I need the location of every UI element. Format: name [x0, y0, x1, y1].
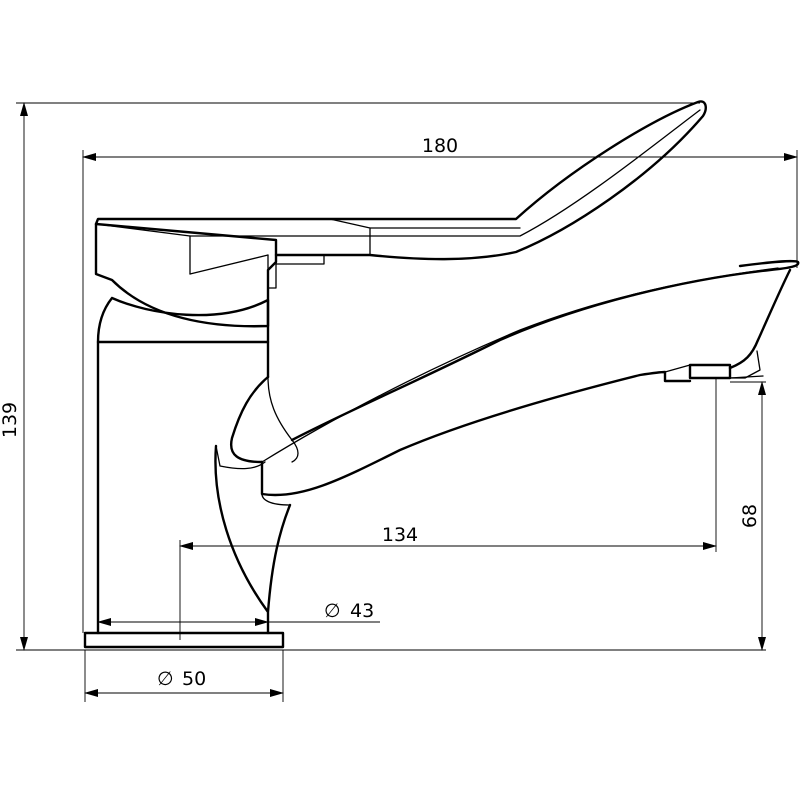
- label-diameter-50: ∅ 50: [157, 668, 206, 690]
- label-180: 180: [422, 135, 458, 157]
- collar: [96, 296, 270, 344]
- body-sweep: [214, 444, 292, 635]
- label-43: 43: [350, 600, 374, 622]
- dimension-labels: 180 134 139 68 ∅ 43 ∅ 50: [0, 135, 761, 690]
- lever-handle: [94, 100, 707, 261]
- body-column: [96, 340, 270, 635]
- dimension-lines: [16, 102, 798, 702]
- label-134: 134: [382, 524, 418, 546]
- lever-housing: [94, 222, 278, 328]
- diameter-symbol-43: ∅: [324, 600, 341, 622]
- label-139: 139: [0, 402, 21, 438]
- spout: [290, 260, 800, 442]
- spout-elbow: [229, 375, 270, 464]
- label-50: 50: [182, 668, 206, 690]
- label-68: 68: [739, 504, 761, 528]
- diameter-symbol-50: ∅: [157, 668, 174, 690]
- faucet-outline: [83, 100, 800, 649]
- label-diameter-43: ∅ 43: [324, 600, 374, 622]
- base-plate: [83, 631, 285, 649]
